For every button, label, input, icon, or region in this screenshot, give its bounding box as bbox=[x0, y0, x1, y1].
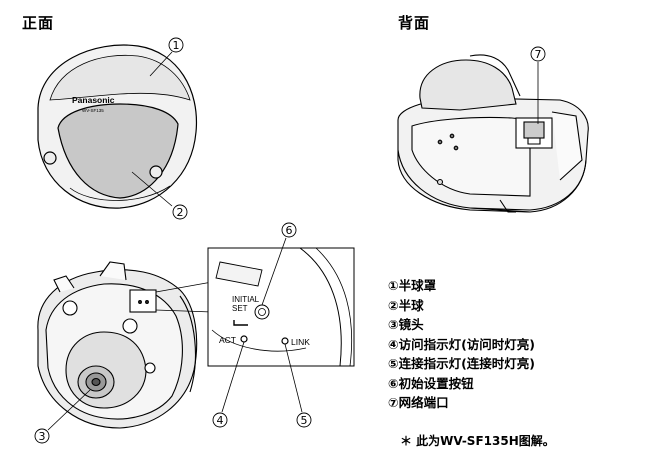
act-label: ACT bbox=[219, 335, 236, 345]
legend-item-link-led: ⑤连接指示灯(连接时灯亮) bbox=[388, 356, 536, 371]
initial-set-label-line1: INITIAL bbox=[232, 295, 260, 304]
legend-item-dome-cover: ①半球罩 bbox=[388, 278, 437, 293]
front-dome-illustration bbox=[37, 44, 198, 209]
legend-item-initial-set-button: ⑥初始设置按钮 bbox=[388, 375, 474, 391]
callout-5: 5 bbox=[284, 343, 312, 428]
svg-text:4: 4 bbox=[217, 414, 224, 427]
back-view-illustration bbox=[397, 54, 589, 213]
back-heading: 背面 bbox=[398, 14, 431, 32]
front-model-text: WV-SF135 bbox=[82, 108, 104, 113]
legend-item-network-port: ⑦网络端口 bbox=[388, 395, 449, 410]
model-note: ＊ 此为WV-SF135H图解。 bbox=[400, 434, 555, 448]
parts-legend: ①半球罩 ②半球 ③镜头 ④访问指示灯(访问时灯亮) ⑤连接指示灯(连接时灯亮)… bbox=[388, 276, 535, 413]
detail-panel bbox=[207, 247, 355, 367]
svg-text:1: 1 bbox=[173, 39, 180, 52]
legend-item-lens: ③镜头 bbox=[388, 317, 424, 332]
callout-4: 4 bbox=[212, 341, 245, 428]
svg-text:2: 2 bbox=[177, 206, 184, 219]
zoom-connector bbox=[155, 281, 213, 313]
svg-text:3: 3 bbox=[39, 430, 46, 443]
svg-text:5: 5 bbox=[301, 414, 308, 427]
callout-3: 3 bbox=[34, 389, 91, 444]
interior-view-illustration bbox=[37, 261, 198, 429]
callout-1: 1 bbox=[149, 37, 184, 77]
initial-set-label-line2: SET bbox=[232, 304, 248, 313]
svg-text:7: 7 bbox=[535, 48, 542, 61]
front-heading: 正面 bbox=[22, 14, 55, 32]
link-label: LINK bbox=[291, 337, 310, 347]
legend-item-dome: ②半球 bbox=[388, 297, 424, 313]
callout-6: 6 bbox=[261, 222, 297, 306]
front-brand-text: Panasonic bbox=[72, 95, 115, 105]
callout-7: 7 bbox=[530, 46, 546, 124]
svg-text:6: 6 bbox=[286, 224, 293, 237]
legend-item-act-led: ④访问指示灯(访问时灯亮) bbox=[388, 336, 536, 352]
callout-2: 2 bbox=[131, 171, 188, 220]
